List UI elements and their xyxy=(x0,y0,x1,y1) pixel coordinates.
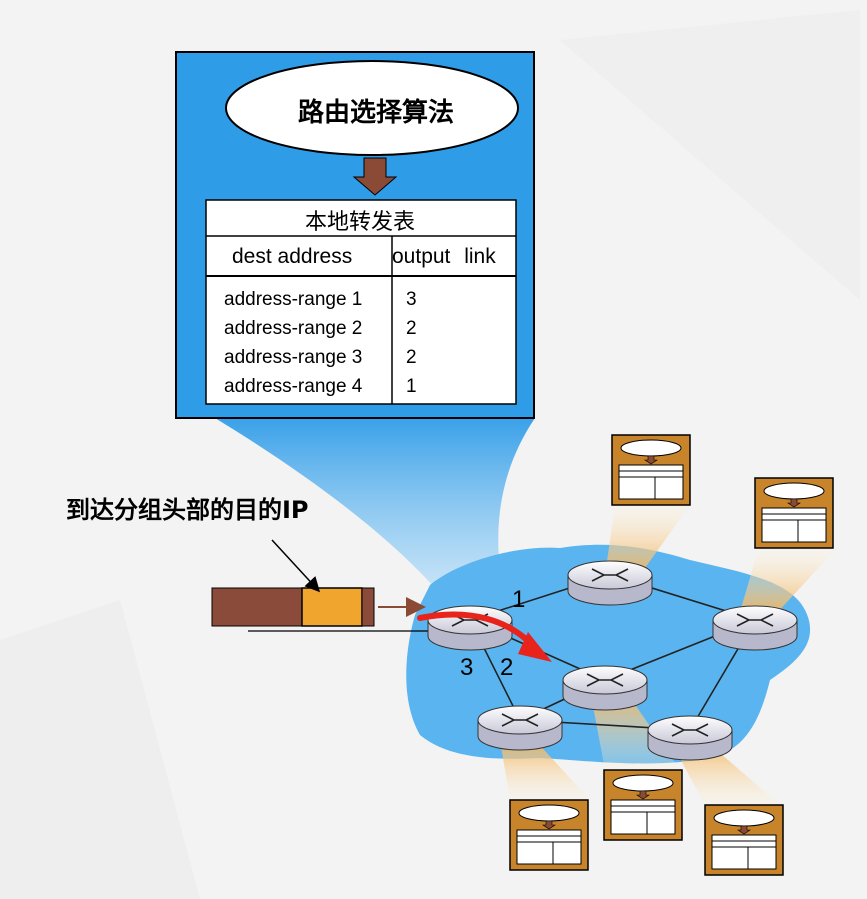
packet-header xyxy=(301,587,363,627)
col-dest-header: dest address xyxy=(232,245,353,268)
zoom-beam xyxy=(215,418,535,612)
row-link-3: 2 xyxy=(406,347,417,368)
beam-bottom-left xyxy=(500,740,590,800)
row-dest-3: address-range 3 xyxy=(224,347,363,368)
router-right xyxy=(712,605,798,651)
forward-arrow-head xyxy=(518,632,552,662)
small-table-bottom-right xyxy=(704,804,784,876)
col-output-header: output link xyxy=(392,245,496,268)
packet-body xyxy=(211,587,303,627)
down-arrow-icon xyxy=(352,157,398,196)
row-dest-4: address-range 4 xyxy=(224,376,363,397)
small-table-bottom-left xyxy=(509,799,589,871)
beam-top-center xyxy=(605,505,690,575)
table-title: 本地转发表 xyxy=(305,210,416,235)
forwarding-table xyxy=(205,199,517,405)
router-center xyxy=(562,665,648,711)
port-3-label: 3 xyxy=(460,654,474,681)
small-table-top-center xyxy=(611,434,691,506)
port-1-label: 1 xyxy=(512,586,526,613)
row-dest-2: address-range 2 xyxy=(224,318,363,339)
label-pointer xyxy=(271,539,321,593)
row-link-1: 3 xyxy=(406,289,417,310)
background-decoration xyxy=(0,10,860,899)
routing-box xyxy=(175,51,535,419)
beam-top-right xyxy=(740,550,835,615)
router-bottom-right xyxy=(647,715,733,761)
small-table-top-right xyxy=(754,477,834,549)
algorithm-oval xyxy=(225,60,519,156)
row-dest-1: address-range 1 xyxy=(224,289,363,310)
router-bottom-left xyxy=(477,705,563,751)
row-link-4: 1 xyxy=(406,376,417,397)
small-table-bottom-mid xyxy=(603,769,683,841)
row-link-2: 2 xyxy=(406,318,417,339)
packet xyxy=(211,587,440,632)
port-2-label: 2 xyxy=(500,654,514,681)
packet-label: 到达分组头部的目的IP xyxy=(66,496,309,524)
router-top xyxy=(567,560,653,606)
algorithm-label: 路由选择算法 xyxy=(298,98,455,128)
